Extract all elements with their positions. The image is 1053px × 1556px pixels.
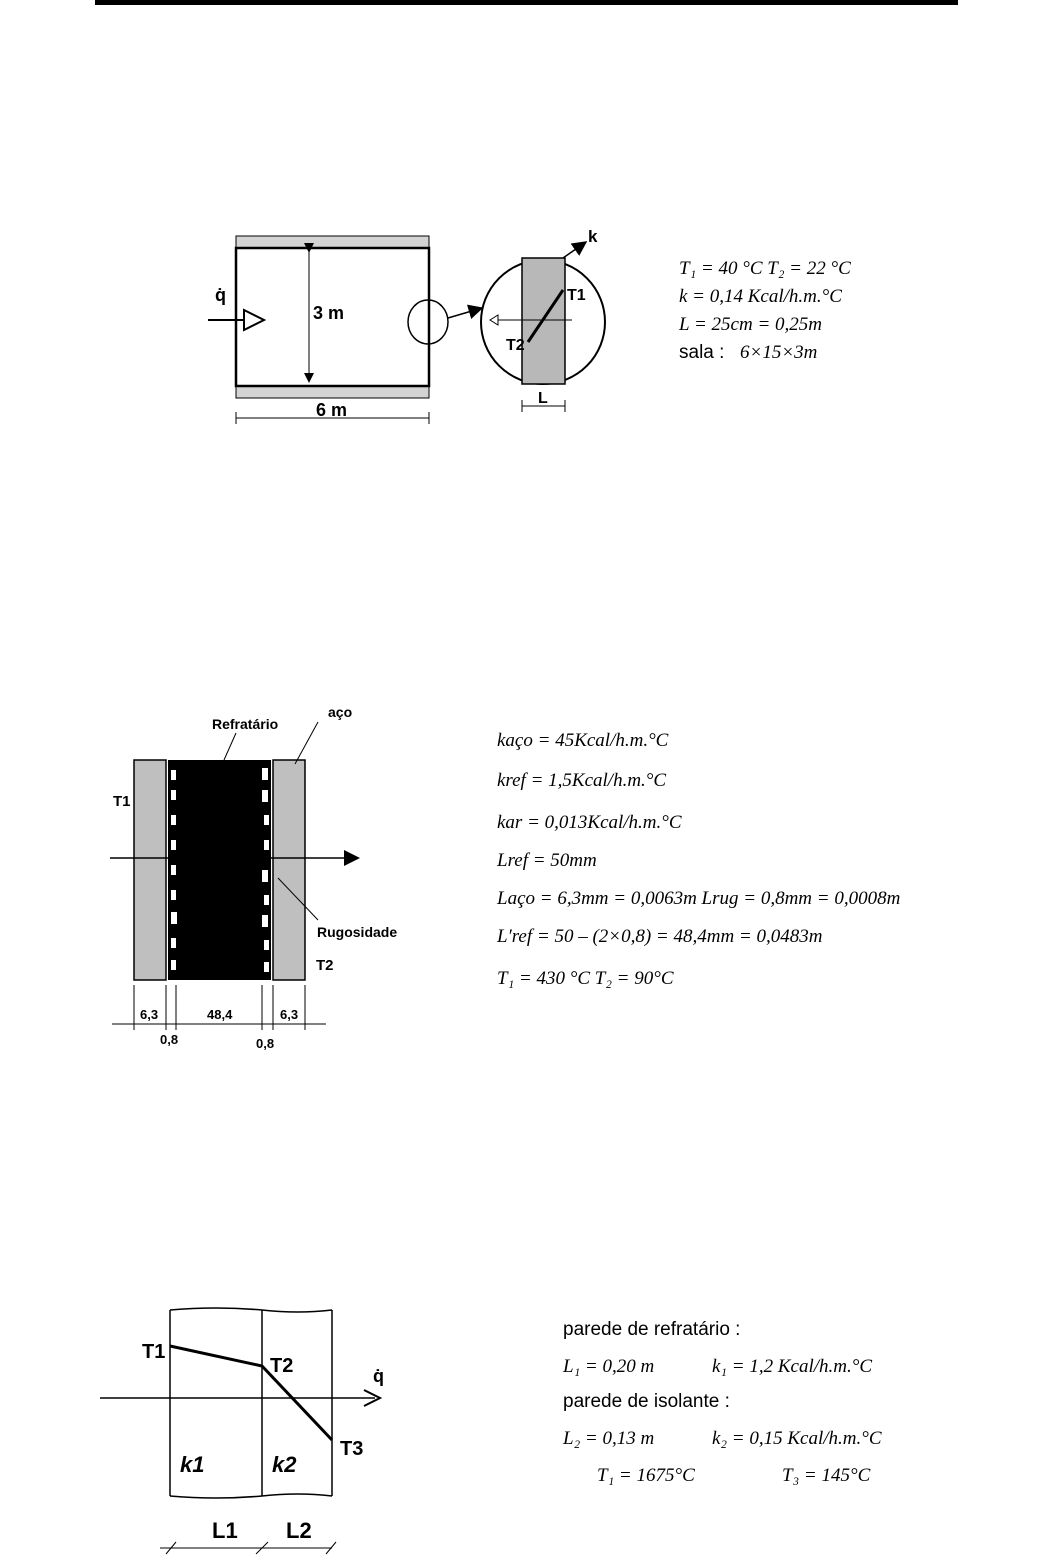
fig3-k1-label: k1 <box>180 1452 204 1477</box>
figure1-wall-detail: k T1 T2 L <box>480 227 606 412</box>
fig3-h2: parede de isolante : <box>563 1391 730 1412</box>
fig3-q-label: q̇ <box>373 1366 384 1386</box>
fig2-rugosidade-label: Rugosidade <box>317 924 397 940</box>
fig2-dim-aco-left: 6,3 <box>140 1007 158 1022</box>
figure2-composite-wall: Refratário aço Rugosidade T1 T2 6,3 48,4… <box>110 704 397 1051</box>
fig1-t1-label: T1 <box>567 287 586 304</box>
fig3-eq2b: k₂ = 0,15 Kcal/h.m.°C <box>712 1428 882 1449</box>
fig1-k-label: k <box>588 227 598 246</box>
top-rule <box>95 0 958 5</box>
figure3-equations: parede de refratário : L₁ = 0,20 m k₁ = … <box>562 1319 882 1486</box>
figure2-equations: kaço = 45Kcal/h.m.°C kref = 1,5Kcal/h.m.… <box>496 730 900 989</box>
fig2-dim-rug-left: 0,8 <box>160 1032 178 1047</box>
fig2-refratario-label: Refratário <box>212 716 278 732</box>
fig3-eq1a: L₁ = 0,20 m <box>562 1356 654 1377</box>
fig1-eq4-value: 6×15×3m <box>740 342 817 363</box>
figure3-two-layer-wall: T1 T2 T3 q̇ k1 k2 L1 L2 <box>100 1307 384 1555</box>
fig2-eq4: Lref = 50mm <box>496 850 597 871</box>
fig1-eq3: L = 25cm = 0,25m <box>678 314 822 335</box>
fig1-t2-label: T2 <box>506 337 525 354</box>
fig3-h1: parede de refratário : <box>563 1319 740 1340</box>
fig1-l-label: L <box>538 390 548 407</box>
fig1-width-label: 6 m <box>316 400 347 420</box>
fig1-height-label: 3 m <box>313 303 344 323</box>
fig2-t1-label: T1 <box>113 793 131 810</box>
fig1-eq2: k = 0,14 Kcal/h.m.°C <box>679 286 842 307</box>
fig2-eq6: L′ref = 50 – (2×0,8) = 48,4mm = 0,0483m <box>496 926 822 947</box>
fig3-t2-label: T2 <box>270 1355 293 1377</box>
figure1-equations: T₁ = 40 °C T₂ = 22 °C k = 0,14 Kcal/h.m.… <box>678 258 851 363</box>
fig3-k2-label: k2 <box>272 1452 297 1477</box>
fig2-eq3: kar = 0,013Kcal/h.m.°C <box>497 812 682 833</box>
fig2-aco-label: aço <box>328 704 352 720</box>
fig1-eq1: T₁ = 40 °C T₂ = 22 °C <box>679 258 851 279</box>
fig3-eq2a: L₂ = 0,13 m <box>562 1428 654 1449</box>
fig1-eq4-prefix: sala : <box>679 342 724 363</box>
fig1-q-label: q̇ <box>215 285 226 305</box>
fig3-t3-label: T3 <box>340 1438 363 1460</box>
fig3-l2-label: L2 <box>286 1518 312 1543</box>
fig2-eq5: Laço = 6,3mm = 0,0063m Lrug = 0,8mm = 0,… <box>496 888 900 909</box>
figure1-room-wall: q̇ 3 m 6 m <box>208 235 484 424</box>
fig2-t2-label: T2 <box>316 957 334 974</box>
fig3-eq1b: k₁ = 1,2 Kcal/h.m.°C <box>712 1356 872 1377</box>
fig2-dim-aco-right: 6,3 <box>280 1007 298 1022</box>
fig2-dim-ref: 48,4 <box>207 1007 233 1022</box>
fig3-t1-label: T1 <box>142 1341 165 1363</box>
fig2-eq7: T₁ = 430 °C T₂ = 90°C <box>497 968 674 989</box>
fig3-eq3a: T₁ = 1675°C <box>597 1465 695 1486</box>
fig2-eq2: kref = 1,5Kcal/h.m.°C <box>497 770 666 791</box>
fig3-l1-label: L1 <box>212 1518 238 1543</box>
fig2-eq1: kaço = 45Kcal/h.m.°C <box>497 730 669 751</box>
fig2-dim-rug-right: 0,8 <box>256 1036 274 1051</box>
fig3-eq3b: T₃ = 145°C <box>782 1465 871 1486</box>
